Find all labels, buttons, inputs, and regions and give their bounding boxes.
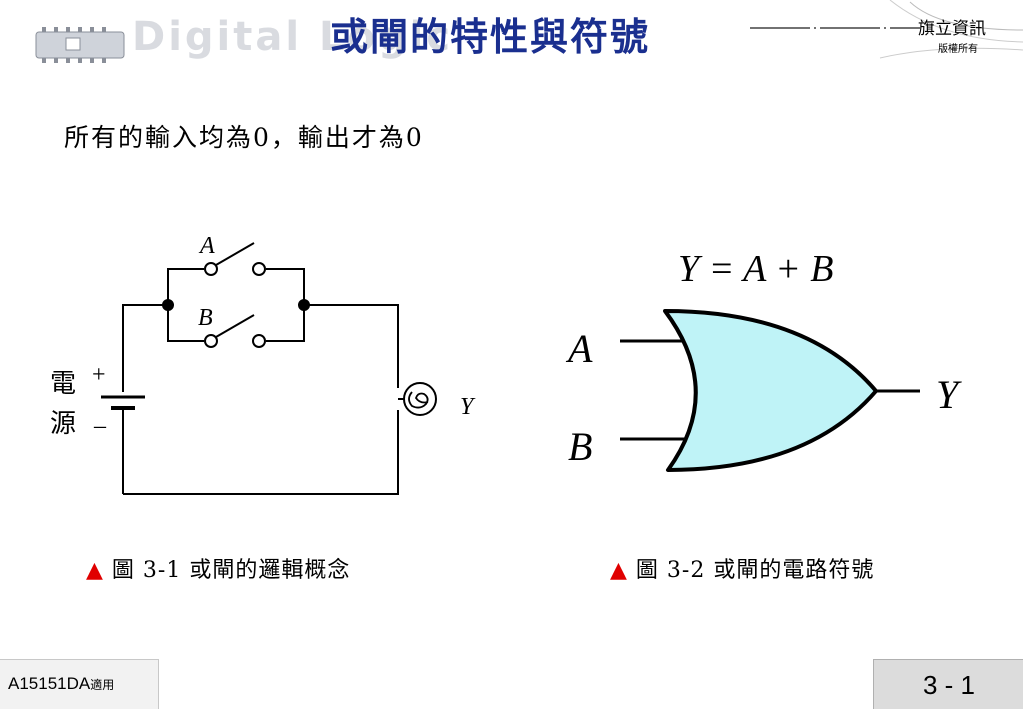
gate-input-a-label: A xyxy=(565,326,593,371)
lamp-filament xyxy=(408,391,429,409)
page-number: 3 - 1 xyxy=(922,670,976,700)
gate-output-label: Y xyxy=(936,372,962,417)
header-swoosh xyxy=(750,0,1023,59)
switch-b-label: B xyxy=(198,305,213,331)
junction-left xyxy=(162,299,174,311)
source-label-1: 電 xyxy=(50,369,76,399)
page-title: 或閘的特性與符號 xyxy=(330,15,651,59)
or-gate-body xyxy=(663,309,878,472)
intro-text: 所有的輸入均為0，輸出才為0 xyxy=(64,123,424,152)
caption-text-1: 圖 3-1 或閘的邏輯概念 xyxy=(111,558,351,583)
wire-top-right xyxy=(304,304,399,388)
switch-a-lever xyxy=(215,242,255,266)
wire-bottom xyxy=(123,410,399,495)
source-label-2: 源 xyxy=(50,409,76,439)
or-gate-symbol xyxy=(620,309,920,472)
header-watermark: Digital Logic xyxy=(132,14,454,60)
figure-caption-1: ▲ 圖 3-1 或閘的邏輯概念 xyxy=(86,552,350,584)
course-code: A15151DA xyxy=(8,674,91,693)
gate-input-b-label: B xyxy=(568,424,592,469)
publisher-rights: 版權所有 xyxy=(938,44,978,55)
figure-caption-2: ▲ 圖 3-2 或閘的電路符號 xyxy=(610,552,874,584)
publisher-name: 旗立資訊 xyxy=(918,19,986,39)
wire-top-left xyxy=(122,304,168,392)
caption-marker-icon: ▲ xyxy=(86,558,104,583)
junction-right xyxy=(298,299,310,311)
switch-b-contact-right xyxy=(252,334,266,348)
wire-branch-a-right xyxy=(266,268,305,305)
course-code-suffix: 適用 xyxy=(90,678,115,692)
battery-minus: – xyxy=(93,413,107,439)
slide-header: Digital Logic 或閘的特性與符號 旗立資訊 版權所有 xyxy=(0,0,1023,78)
wire-branch-b-left xyxy=(167,305,204,342)
switch-a-label: A xyxy=(198,233,215,259)
caption-marker-icon: ▲ xyxy=(610,558,628,583)
switch-b-contact-left xyxy=(204,334,218,348)
lamp-label: Y xyxy=(460,394,476,420)
caption-text-2: 圖 3-2 或閘的電路符號 xyxy=(635,558,875,583)
switch-a-contact-right xyxy=(252,262,266,276)
chip-logo-icon xyxy=(35,27,125,63)
or-switch-circuit xyxy=(101,242,437,495)
switch-b-lever xyxy=(215,314,255,338)
footer-course-code: A15151DA適用 xyxy=(0,659,159,709)
footer-page: 3 - 1 xyxy=(873,659,1023,709)
switch-a-contact-left xyxy=(204,262,218,276)
wire-branch-b-right xyxy=(266,305,305,342)
wire-branch-a-left xyxy=(167,268,204,305)
battery-plus: + xyxy=(92,362,106,388)
or-equation: Y = A + B xyxy=(678,248,833,290)
